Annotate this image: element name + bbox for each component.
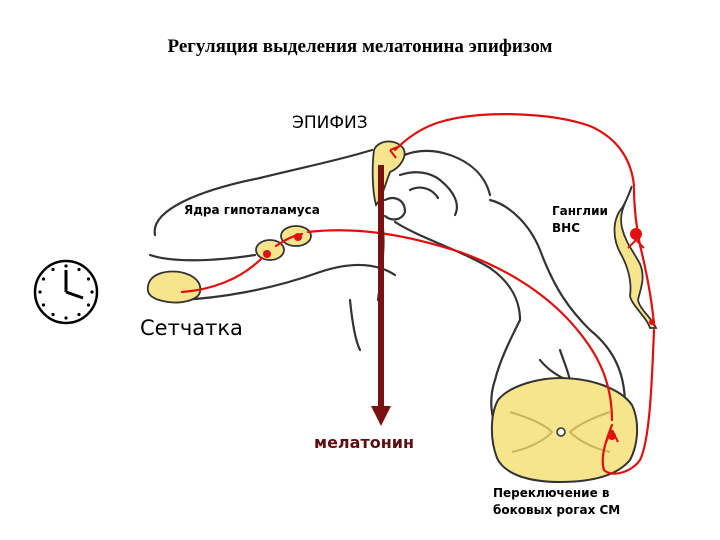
spinal-cord-section bbox=[490, 376, 638, 484]
melatonin-label: мелатонин bbox=[314, 433, 415, 452]
clock-icon bbox=[33, 259, 99, 325]
ans-ganglia-label-line2: ВНС bbox=[552, 221, 580, 235]
switching-label-line2: боковых рогах СМ bbox=[493, 503, 621, 517]
diagram-title: Регуляция выделения мелатонина эпифизом bbox=[167, 36, 553, 57]
synapse-terminals bbox=[389, 145, 645, 443]
retina-label: Сетчатка bbox=[140, 316, 243, 340]
pineal-label: ЭПИФИЗ bbox=[292, 113, 368, 133]
ans-ganglia-chain bbox=[613, 185, 658, 329]
melatonin-arrow bbox=[371, 165, 391, 426]
switching-label-line1: Переключение в bbox=[493, 486, 610, 500]
retina-body bbox=[146, 270, 202, 304]
ans-ganglia-label-line1: Ганглии bbox=[552, 204, 608, 218]
pineal-gland bbox=[371, 140, 406, 207]
ans-ganglia-label: Ганглии ВНС bbox=[552, 203, 608, 237]
switching-label: Переключение в боковых рогах СМ bbox=[493, 485, 620, 519]
synapse-markers bbox=[263, 228, 655, 440]
hypothalamic-nuclei-label: Ядра гипоталамуса bbox=[184, 203, 320, 217]
